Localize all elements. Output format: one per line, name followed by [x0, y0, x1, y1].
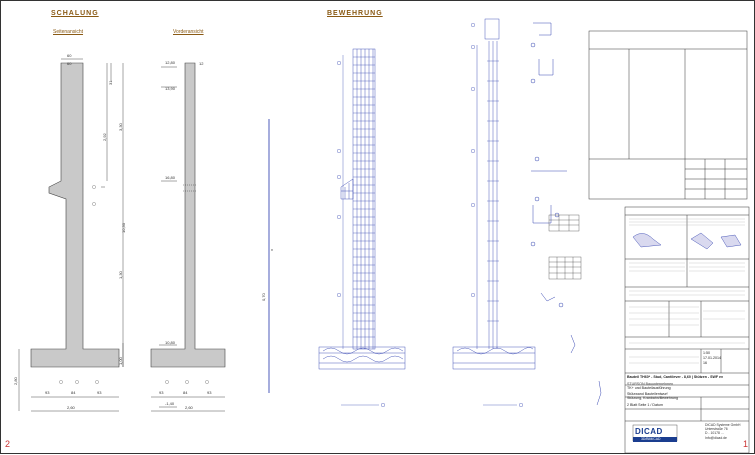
- title-block-text: Bauteil TH60* - Stud, Cantilever - 8,60 …: [627, 375, 747, 407]
- front-view-dim-labels: 12 12,80 13,90 16,80 10,80 -1,40 93 84 9…: [159, 60, 212, 410]
- project-line: Bauteil TH60* - Stud, Cantilever - 8,60 …: [627, 375, 724, 379]
- svg-text:93: 93: [207, 390, 212, 395]
- svg-text:93: 93: [45, 390, 50, 395]
- reinforcement-cage-2: [476, 18, 500, 349]
- svg-text:3,30: 3,30: [118, 122, 123, 131]
- address-line: Info@dicad.de: [705, 435, 727, 440]
- footer-line: 2 Blatt Seite 1 / Datum: [627, 403, 663, 407]
- side-view-label: Seitenansicht: [53, 29, 84, 35]
- plan-grid: [588, 30, 748, 200]
- title-block-fine-lines: [629, 218, 745, 364]
- cage-2-leaders: [471, 23, 523, 407]
- side-view-wall: [30, 62, 120, 368]
- svg-text:10,80: 10,80: [165, 340, 176, 345]
- sheet-number: 16: [703, 361, 707, 365]
- footing-reinforcement-1: [318, 346, 406, 370]
- address-line: Unterstraße 76: [705, 427, 728, 432]
- svg-text:31: 31: [108, 80, 113, 85]
- svg-text:84: 84: [183, 390, 188, 395]
- title-block-sketches: [632, 232, 742, 250]
- svg-text:0,70: 0,70: [261, 292, 266, 301]
- svg-text:13,90: 13,90: [165, 86, 176, 91]
- front-view-wall: [150, 62, 226, 368]
- address-line: DICAD Systeme GmbH: [705, 423, 741, 427]
- bar-details: [530, 22, 602, 406]
- svg-text:2,92: 2,92: [102, 132, 107, 141]
- divider-labels: 0,70 v: [261, 247, 273, 301]
- logo-text: DICAD: [635, 427, 663, 436]
- corner-mark-right: 1: [743, 439, 749, 449]
- svg-text:84: 84: [71, 390, 76, 395]
- reinforcement-cage-1-stirrups: [353, 56, 375, 338]
- company-line: STURSON Bauunternehmen: [627, 382, 674, 386]
- corbel-reinforcement: [340, 178, 354, 200]
- reinforcement-cage-1: [352, 48, 376, 350]
- footing-reinforcement-2: [452, 346, 536, 370]
- svg-text:60: 60: [67, 53, 72, 58]
- svg-text:12: 12: [199, 61, 204, 66]
- svg-text:10,30: 10,30: [121, 222, 126, 233]
- svg-text:93: 93: [159, 390, 164, 395]
- desc-line-1: Stützwand Bauteilentwurf: [627, 392, 668, 396]
- svg-text:1,30: 1,30: [118, 270, 123, 279]
- front-view-dimensions: [151, 66, 225, 412]
- svg-text:1,00: 1,00: [118, 356, 123, 365]
- svg-text:16,80: 16,80: [165, 175, 176, 180]
- reinforcement-heading: BEWEHRUNG: [327, 10, 383, 17]
- company-address: DICAD Systeme GmbH Unterstraße 76 D - 10…: [705, 423, 740, 440]
- svg-text:2,80: 2,80: [13, 376, 18, 385]
- svg-text:-1,40: -1,40: [165, 401, 175, 406]
- desc-line-2: Stützung, Kranbahn/Bewehrung: [627, 396, 678, 400]
- front-view-markers: [165, 380, 209, 384]
- svg-text:2,60: 2,60: [67, 405, 76, 410]
- scale-value: 1:50: [703, 351, 710, 355]
- front-view-label: Vorderansicht: [173, 29, 204, 35]
- side-view-dim-labels: 60 60 31 2,92 3,30 10,30 1,30 1,00 2,80 …: [13, 53, 126, 410]
- bar-tables: [548, 214, 582, 280]
- logo-subtext: 3D/BIM/CAD: [641, 437, 661, 441]
- corner-mark-left: 2: [5, 439, 11, 449]
- svg-text:93: 93: [97, 390, 102, 395]
- system-line: TK+ und Bauteilausführung: [627, 386, 671, 390]
- formwork-heading: SCHALUNG: [51, 10, 99, 17]
- date-value: 17.01.2014: [703, 356, 721, 360]
- cage-1-leaders: [337, 55, 385, 407]
- dicad-logo: [632, 424, 678, 442]
- title-block-frame: [624, 206, 750, 454]
- svg-text:12,80: 12,80: [165, 60, 176, 65]
- svg-text:2,60: 2,60: [185, 405, 194, 410]
- reinforcement-cage-2-stirrups: [487, 60, 499, 322]
- address-line: D - 10178 ...: [705, 431, 724, 436]
- title-block-meta: 1:50 17.01.2014 16: [703, 351, 721, 366]
- svg-text:60: 60: [67, 61, 72, 66]
- side-view-markers: [59, 185, 99, 384]
- side-view-dimensions: [18, 58, 124, 412]
- svg-text:v: v: [271, 247, 273, 252]
